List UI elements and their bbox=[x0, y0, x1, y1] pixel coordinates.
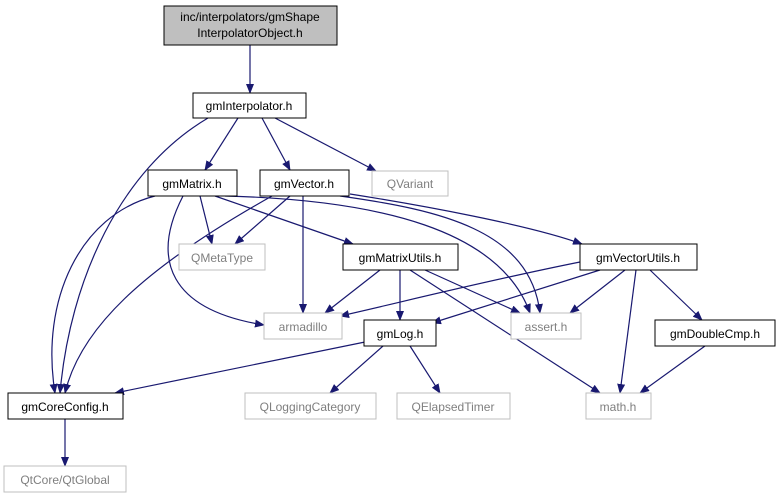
node-QVariant[interactable]: QVariant bbox=[371, 170, 449, 197]
edge-gmMatrixUtils-to-math bbox=[409, 269, 601, 394]
edge-gmVectorUtils-to-gmDoubleCmp bbox=[649, 269, 703, 321]
node-gmDoubleCmp-label: gmDoubleCmp.h bbox=[670, 327, 760, 341]
edge-gmMatrixUtils-to-assert bbox=[424, 269, 521, 314]
node-gmMatrixUtils[interactable]: gmMatrixUtils.h bbox=[342, 243, 459, 271]
node-gmLog-label: gmLog.h bbox=[377, 327, 424, 341]
node-QMetaType-label: QMetaType bbox=[191, 251, 253, 265]
node-gmCoreConfig[interactable]: gmCoreConfig.h bbox=[7, 392, 124, 420]
edge-gmMatrixUtils-to-armadillo bbox=[324, 269, 381, 314]
edge-gmMatrix-to-armadillo bbox=[167, 195, 265, 328]
edge-gmMatrix-to-assert bbox=[224, 195, 531, 314]
edge-gmDoubleCmp-to-math bbox=[639, 345, 706, 394]
node-math-label: math.h bbox=[600, 400, 637, 414]
edge-gmVector-to-assert bbox=[339, 195, 543, 314]
node-root[interactable]: inc/interpolators/gmShape InterpolatorOb… bbox=[163, 5, 338, 46]
node-QtGlobal-label: QtCore/QtGlobal bbox=[20, 473, 109, 487]
edge-gmVector-to-gmCoreConfig bbox=[63, 195, 273, 394]
node-gmCoreConfig-label: gmCoreConfig.h bbox=[21, 400, 108, 414]
node-QLoggingCategory[interactable]: QLoggingCategory bbox=[244, 392, 377, 420]
node-armadillo-label: armadillo bbox=[279, 320, 328, 334]
node-QElapsedTimer[interactable]: QElapsedTimer bbox=[396, 392, 511, 420]
node-gmDoubleCmp[interactable]: gmDoubleCmp.h bbox=[654, 319, 776, 347]
edge-gmMatrix-to-gmCoreConfig bbox=[49, 195, 156, 394]
edge-gmMatrix-to-gmMatrixUtils bbox=[214, 195, 354, 245]
edge-gmLog-to-gmCoreConfig bbox=[114, 341, 366, 396]
edge-gmVectorUtils-to-math bbox=[617, 269, 637, 394]
node-gmMatrix[interactable]: gmMatrix.h bbox=[147, 169, 238, 197]
node-QElapsedTimer-label: QElapsedTimer bbox=[412, 400, 495, 414]
dependency-nodes: inc/interpolators/gmShape InterpolatorOb… bbox=[3, 5, 776, 493]
node-QLoggingCategory-label: QLoggingCategory bbox=[260, 400, 361, 414]
edge-gmInterpolator-to-gmVector bbox=[261, 117, 291, 171]
edge-gmLog-to-QLoggingCategory bbox=[329, 345, 384, 394]
dependency-edges bbox=[49, 45, 706, 467]
node-gmInterpolator[interactable]: gmInterpolator.h bbox=[192, 92, 307, 119]
node-root-label-line1: inc/interpolators/gmShape bbox=[180, 10, 320, 24]
node-assert-label: assert.h bbox=[525, 320, 568, 334]
node-QVariant-label: QVariant bbox=[387, 177, 434, 191]
node-gmMatrixUtils-label: gmMatrixUtils.h bbox=[359, 251, 442, 265]
node-QtGlobal[interactable]: QtCore/QtGlobal bbox=[3, 465, 127, 493]
edge-gmMatrix-to-QMetaType bbox=[199, 195, 214, 245]
edge-gmVector-to-gmVectorUtils bbox=[349, 193, 583, 245]
node-gmVectorUtils-label: gmVectorUtils.h bbox=[596, 251, 680, 265]
node-root-label-line2: InterpolatorObject.h bbox=[197, 26, 302, 40]
node-armadillo[interactable]: armadillo bbox=[263, 312, 343, 340]
node-gmMatrix-label: gmMatrix.h bbox=[162, 177, 221, 191]
edge-gmInterpolator-to-gmCoreConfig bbox=[56, 117, 209, 394]
edge-gmInterpolator-to-QVariant bbox=[274, 117, 377, 172]
edge-gmVectorUtils-to-gmLog bbox=[431, 269, 601, 325]
node-gmInterpolator-label: gmInterpolator.h bbox=[206, 99, 293, 113]
node-gmLog[interactable]: gmLog.h bbox=[363, 319, 437, 347]
node-QMetaType[interactable]: QMetaType bbox=[178, 243, 266, 271]
node-assert[interactable]: assert.h bbox=[510, 312, 582, 340]
edge-gmLog-to-QElapsedTimer bbox=[409, 345, 441, 394]
edge-gmVectorUtils-to-armadillo bbox=[339, 261, 581, 318]
edge-gmVector-to-QMetaType bbox=[234, 195, 291, 245]
node-gmVector[interactable]: gmVector.h bbox=[259, 169, 350, 197]
node-math[interactable]: math.h bbox=[585, 392, 652, 420]
node-gmVector-label: gmVector.h bbox=[274, 177, 334, 191]
edge-gmVectorUtils-to-assert bbox=[569, 269, 626, 314]
node-gmVectorUtils[interactable]: gmVectorUtils.h bbox=[579, 243, 698, 271]
edge-gmInterpolator-to-gmMatrix bbox=[204, 117, 239, 171]
